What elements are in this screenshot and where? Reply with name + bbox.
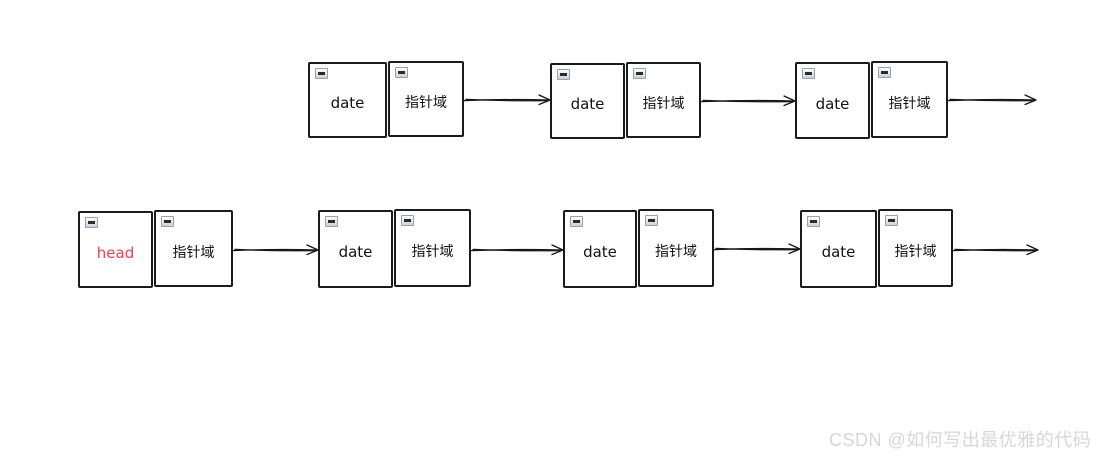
list-node-bottom-3: date 指针域: [563, 209, 714, 288]
minus-bar: [88, 221, 95, 224]
minus-collapse-icon[interactable]: [885, 215, 898, 226]
pointer-field-cell: 指针域: [388, 61, 464, 137]
data-field-label: date: [338, 243, 373, 261]
pointer-field-cell: 指针域: [626, 62, 701, 138]
pointer-field-label: 指针域: [172, 244, 215, 261]
data-field-label: date: [815, 94, 850, 113]
data-field-cell: date: [563, 210, 637, 288]
data-field-label: date: [583, 243, 617, 261]
minus-bar: [636, 72, 643, 75]
pointer-field-label: 指针域: [411, 244, 454, 260]
minus-collapse-icon[interactable]: [645, 215, 658, 226]
pointer-field-cell: 指针域: [638, 209, 714, 287]
minus-collapse-icon[interactable]: [802, 68, 815, 79]
list-node-top-1: date 指针域: [308, 61, 464, 138]
minus-bar: [318, 72, 325, 75]
minus-collapse-icon[interactable]: [85, 217, 98, 228]
minus-collapse-icon[interactable]: [315, 68, 328, 79]
minus-bar: [573, 220, 580, 223]
minus-bar: [881, 71, 888, 74]
minus-collapse-icon[interactable]: [807, 216, 820, 227]
pointer-field-cell: 指针域: [878, 209, 953, 287]
minus-bar: [648, 219, 655, 222]
data-field-cell: date: [795, 62, 870, 139]
minus-collapse-icon[interactable]: [395, 67, 408, 78]
data-field-cell: head: [78, 211, 153, 288]
minus-bar: [404, 219, 411, 222]
list-node-bottom-4: date 指针域: [800, 209, 953, 288]
minus-bar: [810, 220, 817, 223]
minus-collapse-icon[interactable]: [161, 216, 174, 227]
minus-bar: [888, 219, 895, 222]
data-field-cell: date: [550, 63, 625, 139]
pointer-field-cell: 指针域: [871, 61, 948, 138]
watermark: CSDN @如何写出最优雅的代码: [829, 430, 1092, 450]
minus-collapse-icon[interactable]: [401, 215, 414, 226]
minus-collapse-icon[interactable]: [570, 216, 583, 227]
pointer-field-label: 指针域: [894, 244, 937, 260]
pointer-field-label: 指针域: [642, 96, 685, 112]
list-node-bottom-2: date 指针域: [318, 209, 471, 288]
list-node-head: head 指针域: [78, 210, 233, 288]
head-label: head: [96, 243, 135, 262]
minus-collapse-icon[interactable]: [633, 68, 646, 79]
minus-bar: [560, 73, 567, 76]
pointer-field-label: 指针域: [888, 95, 931, 112]
data-field-label: date: [821, 243, 856, 261]
data-field-label: date: [330, 94, 365, 112]
pointer-field-cell: 指针域: [394, 209, 471, 287]
minus-collapse-icon[interactable]: [878, 67, 891, 78]
minus-collapse-icon[interactable]: [557, 69, 570, 80]
pointer-field-label: 指针域: [405, 95, 447, 111]
minus-bar: [398, 71, 405, 74]
list-node-top-3: date 指针域: [795, 61, 948, 139]
minus-bar: [328, 220, 335, 223]
data-field-cell: date: [308, 62, 387, 138]
data-field-label: date: [570, 95, 605, 113]
list-node-top-2: date 指针域: [550, 62, 701, 139]
pointer-field-label: 指针域: [655, 244, 697, 260]
minus-bar: [164, 220, 171, 223]
data-field-cell: date: [318, 210, 393, 288]
minus-bar: [805, 72, 812, 75]
minus-collapse-icon[interactable]: [325, 216, 338, 227]
data-field-cell: date: [800, 210, 877, 288]
pointer-field-cell: 指针域: [154, 210, 233, 287]
